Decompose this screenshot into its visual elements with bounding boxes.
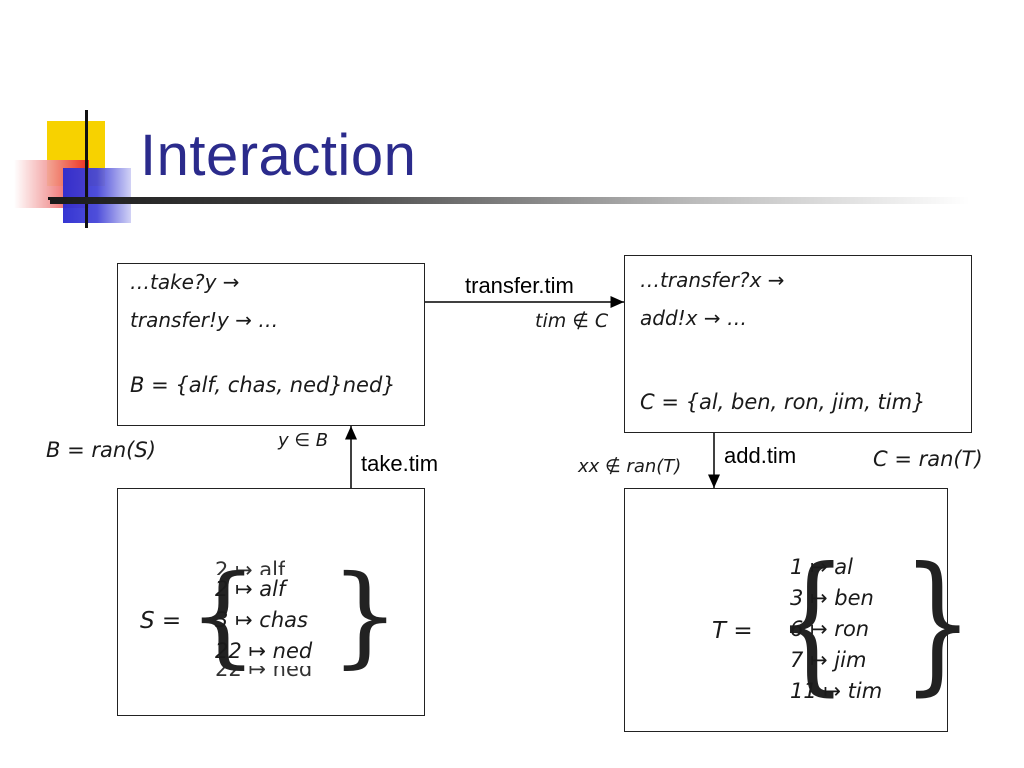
function-t-box bbox=[624, 488, 948, 732]
add-label: add.tim bbox=[724, 443, 797, 468]
transfer-label: transfer.tim bbox=[465, 273, 574, 298]
process-c-box bbox=[624, 255, 972, 433]
title-underline bbox=[50, 197, 970, 204]
box-b-line3: B = {alf, chas, ned}ned} bbox=[130, 373, 396, 397]
box-b-line2: transfer!y → … bbox=[130, 308, 279, 332]
function-s-box bbox=[117, 488, 425, 716]
box-s-row: 3 ↦ chas bbox=[215, 608, 308, 632]
box-s-left-brace: { bbox=[188, 551, 258, 679]
box-c-line2: add!x → … bbox=[640, 306, 747, 330]
box-t-left-brace: { bbox=[775, 536, 848, 710]
take-label: take.tim bbox=[361, 451, 439, 476]
add-condition: xx ∉ ran(T) bbox=[578, 456, 682, 477]
box-t-row: 7 ↦ jim bbox=[790, 648, 867, 672]
box-b-line1: …take?y → bbox=[130, 270, 240, 294]
b-equation: B = ran(S) bbox=[46, 438, 156, 462]
transfer-condition: tim ∉ C bbox=[535, 310, 609, 332]
logo-vertical-line bbox=[85, 110, 88, 228]
box-t-row: 1 ↦ al bbox=[790, 555, 854, 579]
box-t-right-brace: } bbox=[901, 536, 974, 710]
box-s-lhs: S = bbox=[140, 608, 182, 634]
box-s-ghost-bottom: 22 ↦ ned bbox=[215, 666, 313, 681]
box-s-row: 2 ↦ alf bbox=[215, 577, 286, 601]
box-c-line1: …transfer?x → bbox=[640, 268, 785, 292]
box-s-right-brace: } bbox=[330, 551, 400, 679]
c-equation: C = ran(T) bbox=[873, 447, 983, 471]
process-b-box bbox=[117, 263, 425, 426]
take-condition: y ∈ B bbox=[278, 430, 329, 451]
slide-title: Interaction bbox=[140, 123, 417, 188]
box-t-row: 3 ↦ ben bbox=[790, 586, 874, 610]
box-t-row: 6 ↦ ron bbox=[790, 617, 870, 641]
box-t-lhs: T = bbox=[712, 618, 753, 644]
box-s-row: 22 ↦ ned bbox=[215, 639, 313, 663]
logo-blue-square bbox=[63, 168, 131, 223]
box-s-ghost-top: 2 ↦ alf bbox=[215, 558, 286, 575]
box-t-row: 11 ↦ tim bbox=[790, 679, 883, 703]
box-c-line3: C = {al, ben, ron, jim, tim} bbox=[640, 390, 926, 414]
